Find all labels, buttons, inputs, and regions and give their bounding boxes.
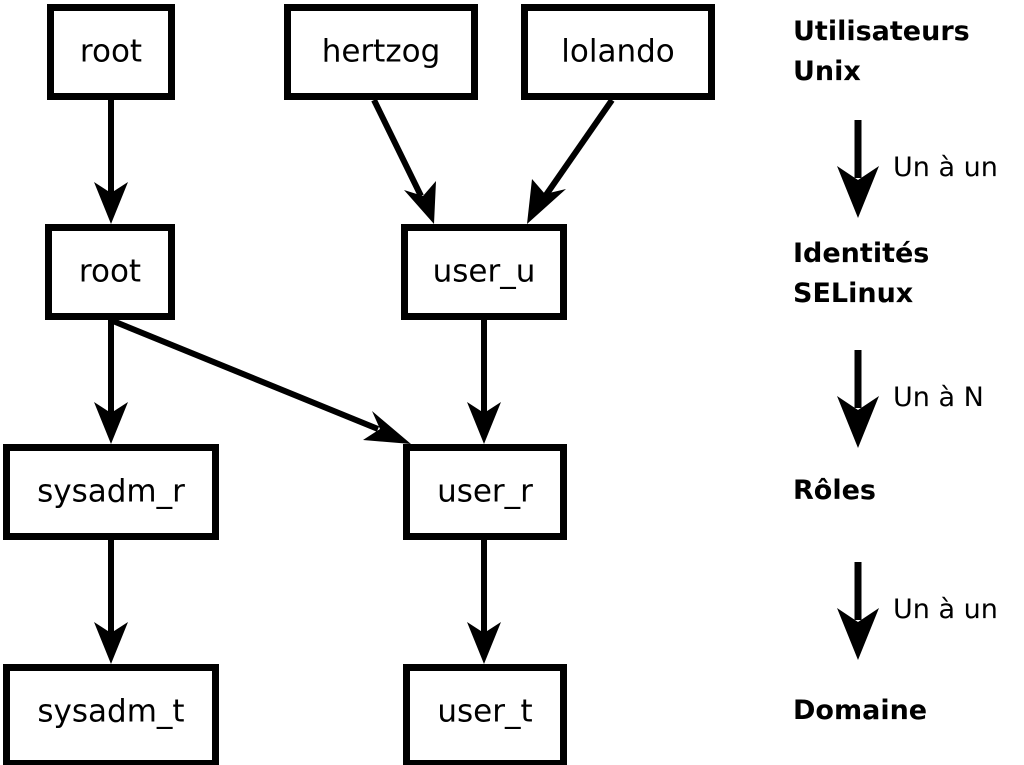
node-group: root hertzog lolando root user_u sysadm_… — [3, 4, 715, 765]
legend-stage-selinux-identities: Identités SELinux — [793, 238, 929, 309]
node-unix-lolando[interactable]: lolando — [521, 4, 715, 100]
edge-identity-root-to-sysadm-r — [94, 320, 128, 444]
node-label: user_r — [437, 474, 533, 510]
node-identity-user-u[interactable]: user_u — [401, 224, 567, 320]
node-label: root — [80, 34, 142, 70]
node-box — [403, 444, 567, 540]
legend-stage-roles: Rôles — [793, 475, 876, 506]
arrow-head-icon — [467, 402, 501, 444]
node-identity-root[interactable]: root — [45, 224, 175, 320]
legend-stage-label-line1: Identités — [793, 238, 929, 269]
node-domain-user-t[interactable]: user_t — [403, 664, 567, 765]
arrow-head-icon — [837, 166, 879, 218]
legend-stage-domaine: Domaine — [793, 695, 927, 726]
node-label: sysadm_r — [37, 474, 185, 510]
node-label: hertzog — [322, 34, 441, 70]
edge-unix-root-to-identity-root — [94, 100, 128, 224]
arrow-head-icon — [94, 402, 128, 444]
node-label: sysadm_t — [37, 694, 184, 730]
edge-sysadm-r-to-sysadm-t — [94, 540, 128, 664]
legend-edge-label: Un à N — [893, 382, 984, 413]
legend-stage-unix-users: Utilisateurs Unix — [793, 16, 970, 87]
node-unix-hertzog[interactable]: hertzog — [284, 4, 478, 100]
node-box — [3, 444, 219, 540]
arrow-head-icon — [527, 179, 566, 224]
arrow-head-icon — [837, 608, 879, 660]
node-role-sysadm-r[interactable]: sysadm_r — [3, 444, 219, 540]
node-role-user-r[interactable]: user_r — [403, 444, 567, 540]
edge-line — [111, 318, 380, 432]
node-box — [45, 224, 175, 320]
node-domain-sysadm-t[interactable]: sysadm_t — [3, 664, 219, 765]
arrow-head-icon — [363, 411, 411, 444]
node-box — [521, 4, 715, 100]
legend-column: Utilisateurs Unix Un à un Identités SELi… — [793, 16, 998, 726]
node-label: user_t — [437, 694, 532, 730]
arrow-head-icon — [404, 181, 436, 224]
legend-edge-label: Un à un — [893, 594, 998, 625]
node-unix-root[interactable]: root — [47, 4, 175, 100]
edge-lolando-to-user-u — [527, 98, 615, 224]
legend-arrow-one-to-one-top: Un à un — [837, 120, 998, 218]
arrow-head-icon — [94, 622, 128, 664]
legend-arrow-one-to-n: Un à N — [837, 350, 984, 448]
edge-user-u-to-user-r — [467, 320, 501, 444]
edge-line — [371, 98, 424, 198]
arrow-head-icon — [837, 396, 879, 448]
node-box — [284, 4, 478, 100]
node-box — [47, 4, 175, 100]
node-box — [3, 664, 219, 765]
node-label: root — [79, 254, 141, 290]
legend-stage-label-line1: Rôles — [793, 475, 876, 506]
edge-group — [94, 98, 615, 664]
edge-identity-root-to-user-r — [111, 318, 411, 444]
edge-line — [543, 98, 615, 197]
legend-stage-label-line1: Domaine — [793, 695, 927, 726]
edge-hertzog-to-user-u — [371, 98, 436, 224]
legend-arrow-one-to-one-bottom: Un à un — [837, 562, 998, 660]
legend-stage-label-line2: SELinux — [793, 278, 913, 309]
node-label: lolando — [561, 34, 674, 70]
node-box — [403, 664, 567, 765]
arrow-head-icon — [94, 182, 128, 224]
arrow-head-icon — [467, 622, 501, 664]
edge-user-r-to-user-t — [467, 540, 501, 664]
node-label: user_u — [433, 254, 536, 290]
legend-stage-label-line2: Unix — [793, 56, 861, 87]
legend-edge-label: Un à un — [893, 152, 998, 183]
node-box — [401, 224, 567, 320]
legend-stage-label-line1: Utilisateurs — [793, 16, 970, 47]
